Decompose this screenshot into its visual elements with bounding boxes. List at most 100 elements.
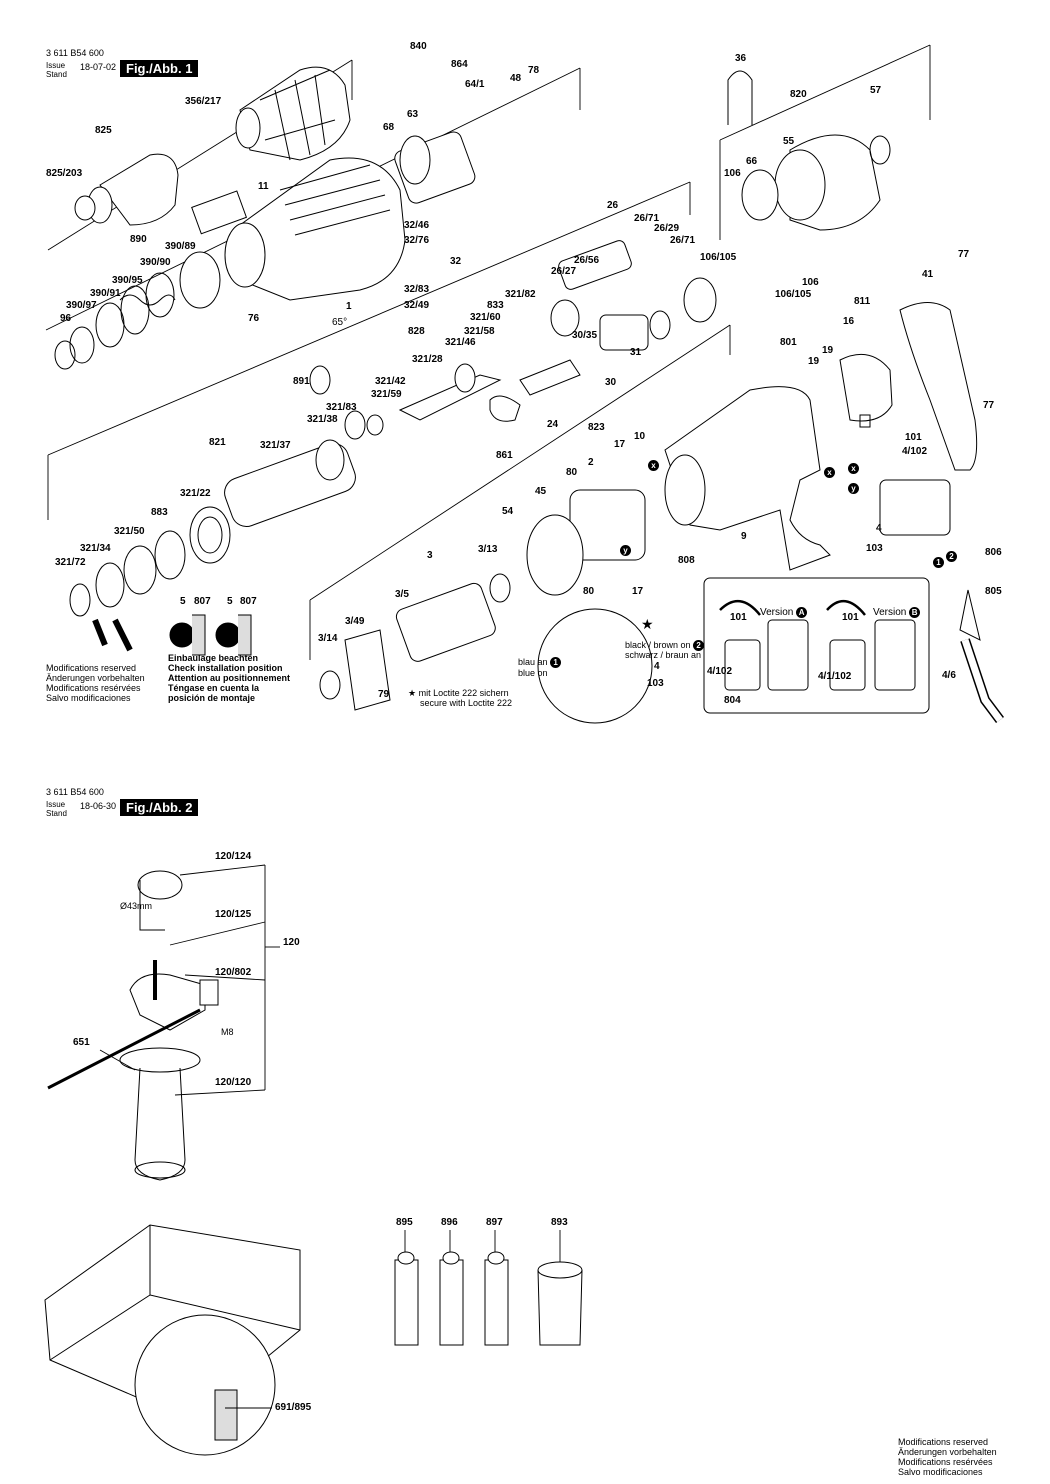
callout: 120	[283, 937, 300, 948]
callout: 808	[678, 555, 695, 566]
callout: 76	[248, 313, 260, 324]
angle-label: 65°	[332, 317, 348, 328]
callout: 36	[735, 53, 747, 64]
fig1-issue-label: Issue	[46, 61, 66, 70]
chuck-drawing	[235, 66, 351, 161]
callout: 3/14	[318, 633, 338, 644]
tubes-drawing	[394, 1251, 583, 1346]
callout: 811	[854, 296, 871, 307]
callout: 4/6	[942, 670, 956, 681]
badge-1: 1	[933, 557, 944, 568]
callout: 390/89	[165, 241, 196, 252]
callout: 1	[346, 301, 352, 312]
callout: 26/29	[654, 223, 680, 234]
version-b-badge: B	[909, 607, 921, 618]
switch-drawing	[859, 414, 951, 536]
callout: 805	[985, 586, 1002, 597]
star-symbol: ★	[641, 616, 654, 632]
callout: 4	[876, 523, 882, 534]
callout: 77	[983, 400, 995, 411]
callout: 4/102	[707, 666, 733, 677]
callout: 321/28	[412, 354, 443, 365]
callout: 26/71	[634, 213, 660, 224]
callout: 3/49	[345, 616, 365, 627]
callout: 390/91	[90, 288, 121, 299]
fig2-issue-label: Issue	[46, 800, 66, 809]
callout: 77	[958, 249, 970, 260]
callout: 2	[588, 457, 594, 468]
fig1-part-number: 3 611 B54 600	[46, 48, 104, 58]
callout: 32/76	[404, 235, 430, 246]
mounting-symbols	[92, 614, 252, 656]
callout: 4/1/102	[818, 671, 852, 682]
callout: 19	[822, 345, 834, 356]
callout: 321/72	[55, 557, 86, 568]
motor-housing-drawing	[664, 353, 893, 571]
callout: 883	[151, 507, 168, 518]
callout: 19	[808, 356, 820, 367]
handle-41-drawing	[899, 302, 978, 471]
badge-2: 2	[946, 551, 957, 562]
callout: 103	[647, 678, 664, 689]
version-b-label: Version B	[873, 607, 921, 618]
callout: 96	[60, 313, 72, 324]
callout: 807	[240, 596, 257, 607]
callout: 840	[410, 41, 427, 52]
wire-note-schwarz-braun: schwarz / braun an	[625, 650, 702, 660]
gear-shaft-drawing	[394, 131, 717, 422]
callout: 4	[654, 661, 660, 672]
callout: 321/38	[307, 414, 338, 425]
wire-note-blau: blau an 1	[518, 657, 562, 668]
housing-drawing	[179, 157, 406, 309]
callout: 57	[870, 85, 882, 96]
callout: 321/82	[505, 289, 536, 300]
callout: 54	[502, 506, 514, 517]
callout: 691/895	[275, 1402, 312, 1413]
detail-circle	[537, 608, 653, 724]
callout: 825/203	[46, 168, 83, 179]
callout: 41	[922, 269, 934, 280]
callout: 5	[227, 596, 233, 607]
callout: 26/71	[670, 235, 696, 246]
callout: 825	[95, 125, 112, 136]
callout: 3	[427, 550, 433, 561]
badge-x: x	[824, 467, 835, 478]
callout: 32	[450, 256, 462, 267]
callout: 103	[866, 543, 883, 554]
version-a-badge: A	[796, 607, 808, 618]
callout: 26/27	[551, 266, 577, 277]
callout: 80	[583, 586, 595, 597]
badge-y: y	[848, 483, 859, 494]
callout: 321/58	[464, 326, 495, 337]
callout: 3/13	[478, 544, 498, 555]
fig2-part-number: 3 611 B54 600	[46, 787, 104, 797]
callout: 823	[588, 422, 605, 433]
callout: 120/125	[215, 909, 252, 920]
loctite-note: ★ mit Loctite 222 sichern secure with Lo…	[408, 688, 513, 708]
callout: 17	[614, 439, 626, 450]
striker-drawing	[69, 365, 384, 617]
cable-drawing	[959, 589, 1004, 723]
callout: 32/83	[404, 284, 430, 295]
callout: 4/102	[902, 446, 928, 457]
depth-stop-drawing	[47, 870, 219, 1181]
callout: 895	[396, 1217, 413, 1228]
fig1-stand-label: Stand	[46, 70, 67, 79]
callout: 356/217	[185, 96, 222, 107]
fig2-stand-label: Stand	[46, 809, 67, 818]
callout: 10	[634, 431, 646, 442]
callout: 101	[842, 612, 859, 623]
version-a-label: Version A	[760, 607, 808, 618]
callout: 26/56	[574, 255, 600, 266]
badge-y: y	[620, 545, 631, 556]
callout: 390/95	[112, 275, 143, 286]
callout: 321/59	[371, 389, 402, 400]
callout: 106	[724, 168, 741, 179]
callout: 828	[408, 326, 425, 337]
case-drawing	[44, 1224, 301, 1456]
callout: 78	[528, 65, 540, 76]
gearbox-drawing	[727, 70, 891, 231]
callout: 17	[632, 586, 644, 597]
callout: 804	[724, 695, 741, 706]
